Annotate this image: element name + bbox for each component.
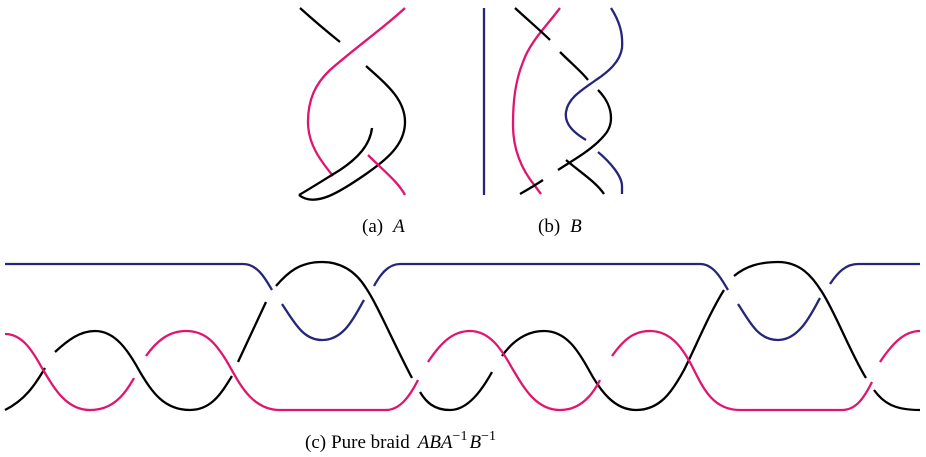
strand-a-magenta xyxy=(306,7,406,177)
strand-c-black xyxy=(54,329,233,412)
strand-b-blue xyxy=(564,7,624,141)
caption-c-symbol: ABA xyxy=(416,432,453,453)
strand-c-black xyxy=(873,389,921,412)
caption-a-label: (a) xyxy=(362,216,383,237)
strand-b-magenta xyxy=(511,7,561,195)
strand-b-black xyxy=(557,89,613,171)
strand-c-black xyxy=(4,367,46,412)
caption-a: (a) A xyxy=(362,216,405,237)
strand-a-black xyxy=(298,65,407,201)
caption-c-exponent-1: −1 xyxy=(453,429,468,444)
strand-c-magenta xyxy=(145,329,420,412)
panel-c-diagram xyxy=(4,260,921,412)
strand-b-black xyxy=(559,51,589,81)
strand-c-black xyxy=(236,301,268,363)
caption-b-symbol: B xyxy=(570,216,582,237)
caption-a-symbol: A xyxy=(391,216,405,237)
caption-c-text: Pure braid xyxy=(331,432,410,453)
strand-a-magenta xyxy=(367,154,407,196)
strand-b-black xyxy=(565,159,605,195)
strand-c-magenta xyxy=(611,329,874,412)
strand-c-black xyxy=(501,289,725,412)
strand-c-black xyxy=(275,260,414,379)
strand-c-magenta xyxy=(4,332,136,412)
strand-b-black xyxy=(514,7,551,41)
strand-c-magenta xyxy=(427,329,602,412)
strand-c-black xyxy=(419,371,494,412)
strand-c-blue xyxy=(737,297,821,342)
strand-c-magenta xyxy=(879,329,921,363)
panel-b-diagram xyxy=(482,7,624,195)
strand-c-black xyxy=(733,260,867,379)
strand-c-blue xyxy=(829,262,920,285)
caption-c-symbol-2: B xyxy=(469,432,481,453)
strand-c-blue xyxy=(372,262,729,291)
strand-c-blue xyxy=(5,262,273,291)
strand-b-black xyxy=(519,179,544,195)
caption-b-label: (b) xyxy=(538,216,560,237)
caption-c-label: (c) xyxy=(305,432,326,453)
strand-b-blue xyxy=(597,151,624,194)
strand-a-black xyxy=(298,127,374,197)
strand-c-blue xyxy=(281,299,365,342)
caption-b: (b) B xyxy=(538,216,582,237)
strand-a-black xyxy=(299,7,341,43)
caption-c-exponent-2: −1 xyxy=(481,429,496,444)
panel-a-diagram xyxy=(298,7,407,201)
